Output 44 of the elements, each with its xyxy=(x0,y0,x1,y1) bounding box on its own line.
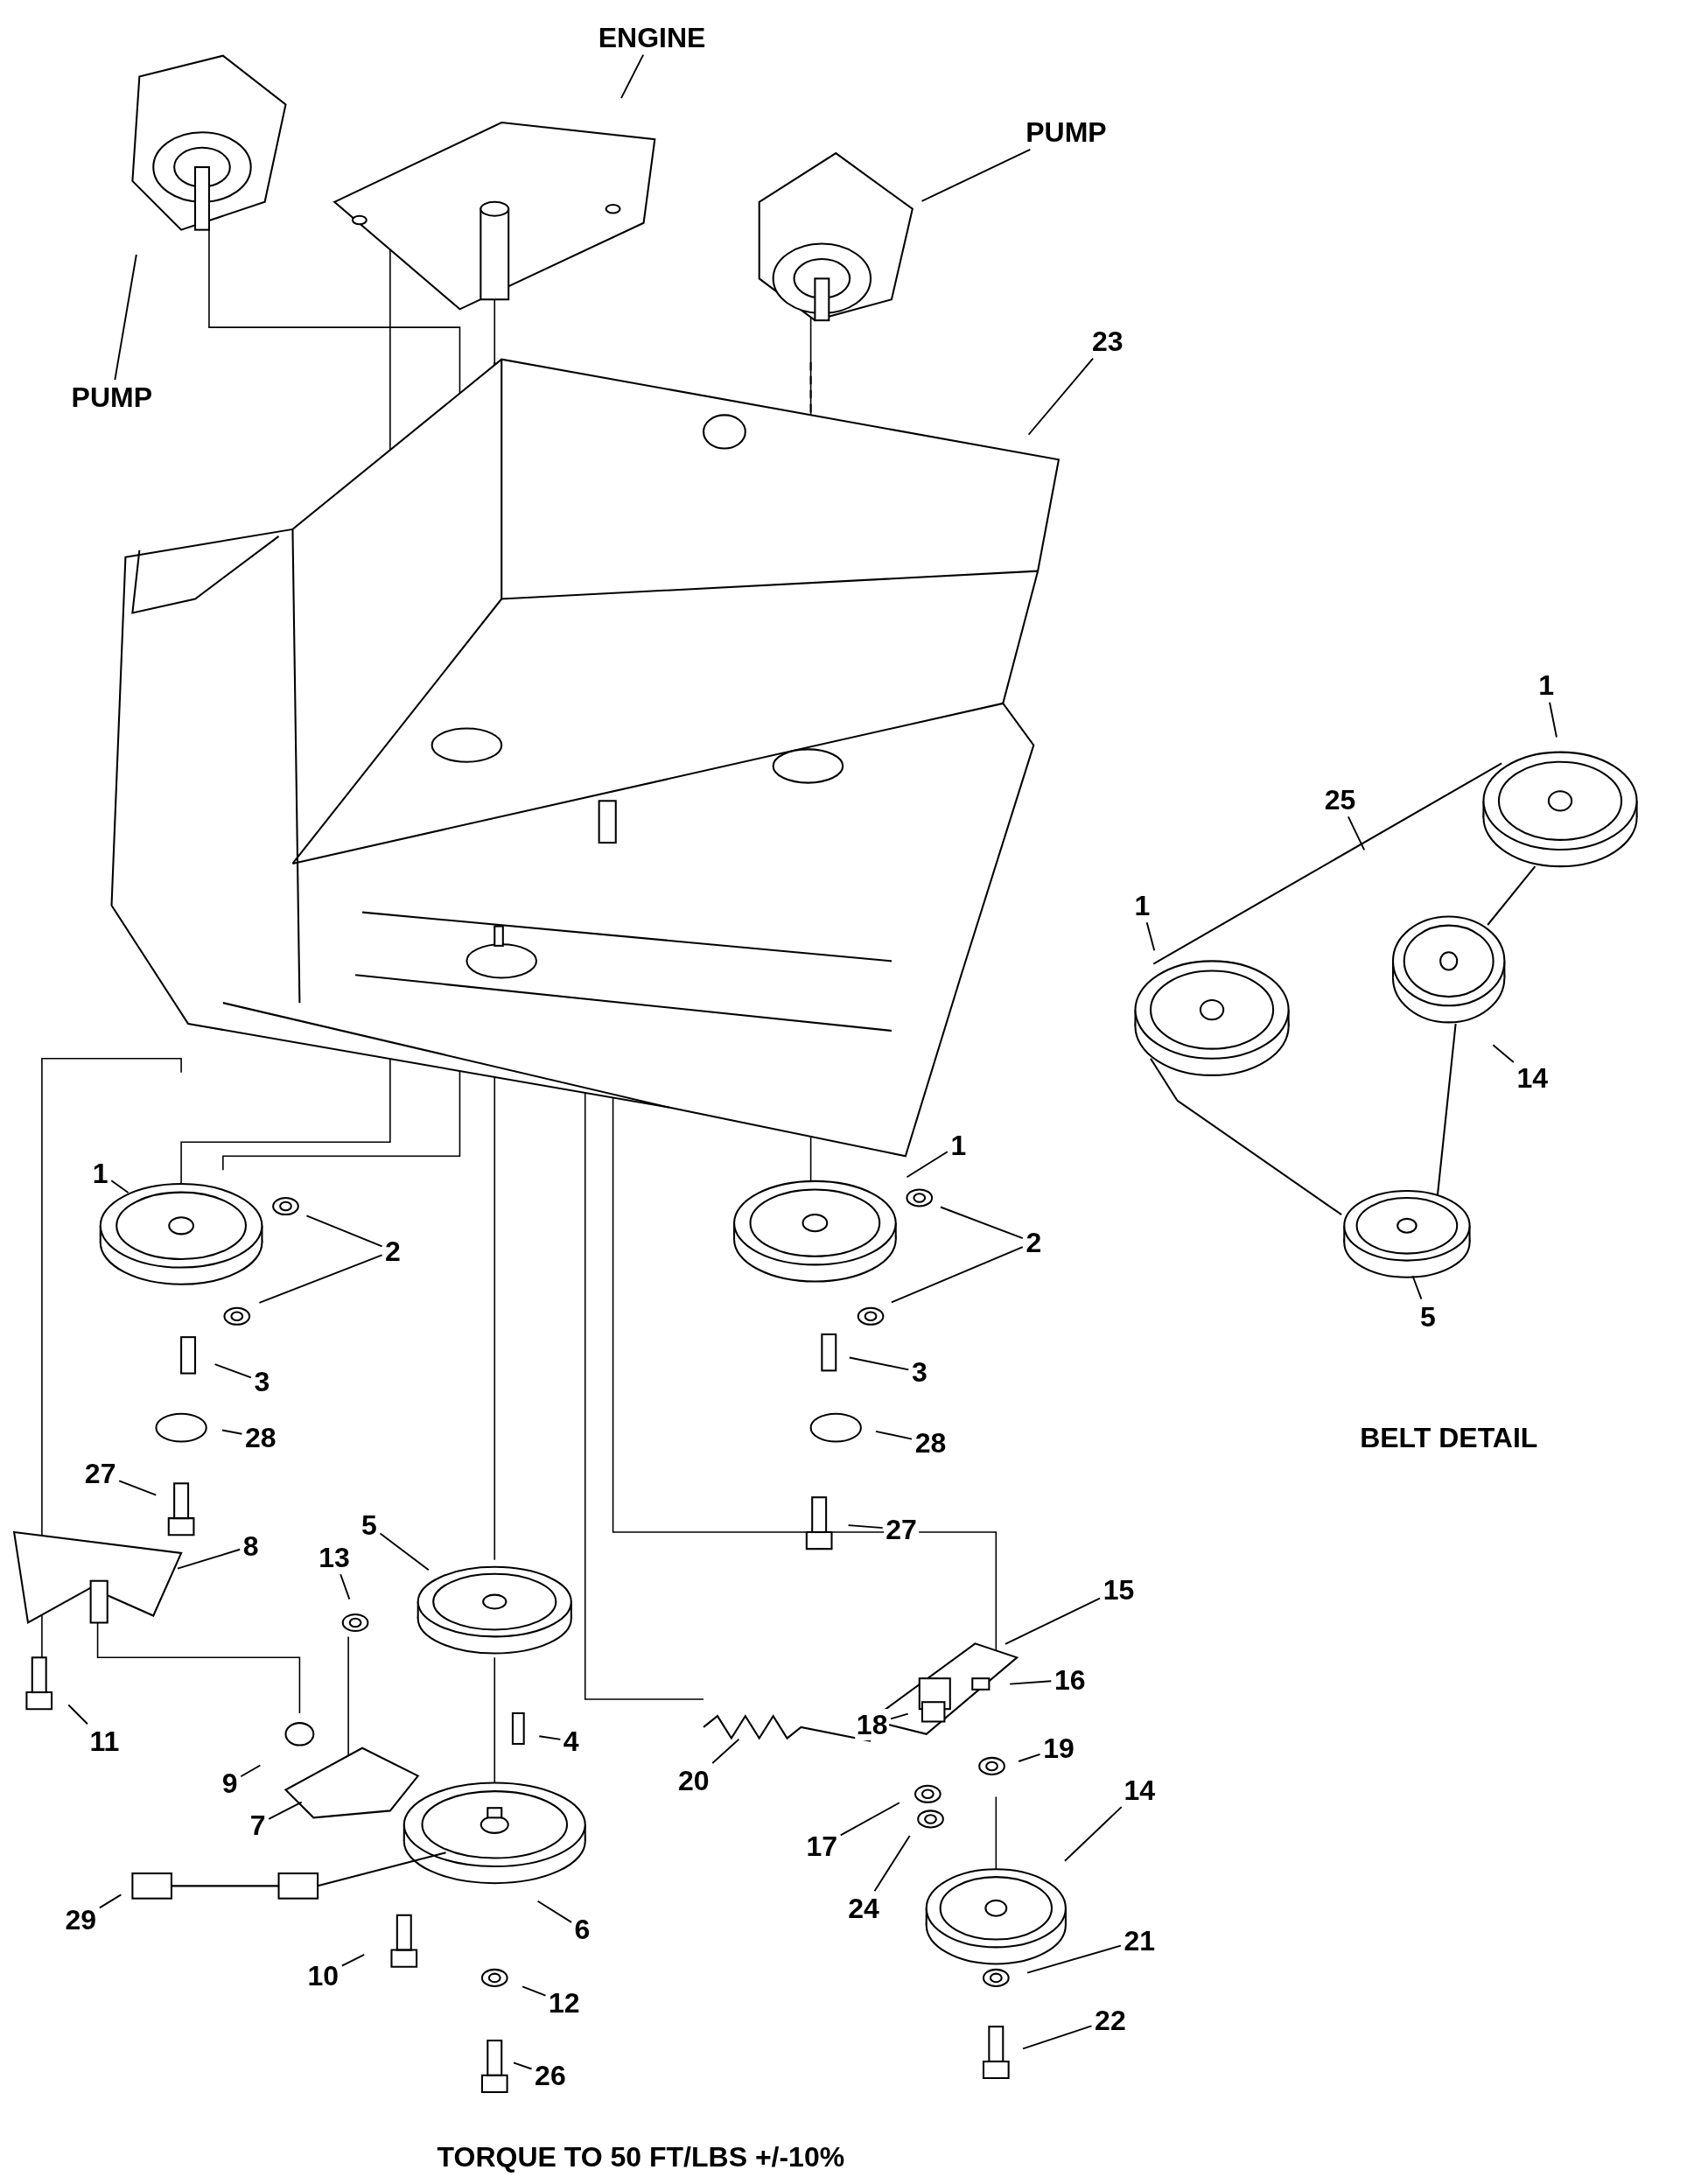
leader-line xyxy=(268,1801,303,1820)
leader-line xyxy=(305,1214,383,1248)
leader-line xyxy=(98,1894,122,1909)
leader-line xyxy=(258,1254,383,1304)
leader-line xyxy=(118,1480,158,1496)
leader-line xyxy=(1347,816,1366,851)
leader-line xyxy=(1004,1597,1101,1645)
leader-line xyxy=(1145,921,1156,952)
leader-line xyxy=(839,1802,900,1837)
leader-line xyxy=(1026,1944,1122,1974)
leader-line xyxy=(67,1704,88,1726)
leader-line xyxy=(1064,1806,1123,1862)
leader-line xyxy=(1018,1753,1041,1762)
leader-line xyxy=(379,1532,430,1572)
leader-line xyxy=(340,1953,366,1967)
leader-line xyxy=(890,1246,1024,1304)
leader-line xyxy=(848,1356,910,1371)
leader-line xyxy=(875,1430,914,1440)
leader-line xyxy=(1022,2025,1093,2050)
leader-line xyxy=(906,1151,948,1179)
leader-line xyxy=(177,1548,242,1570)
callout-number: 18 xyxy=(854,1709,890,1740)
leader-line xyxy=(890,1712,909,1720)
leader-line xyxy=(873,1835,911,1893)
leader-line xyxy=(1009,1680,1053,1685)
leader-line xyxy=(522,1985,547,1997)
leader-line xyxy=(240,1764,262,1778)
leader-line xyxy=(1411,1275,1423,1300)
leader-line xyxy=(110,1180,130,1194)
leader-line xyxy=(1549,701,1558,738)
leader-line xyxy=(920,148,1032,202)
leader-line xyxy=(538,1735,562,1740)
leader-line xyxy=(711,1738,740,1764)
leader-line xyxy=(536,1900,572,1923)
leader-line xyxy=(513,2062,533,2070)
leader-line xyxy=(340,1573,351,1600)
leader-line xyxy=(1027,357,1095,436)
leader-line xyxy=(221,1429,243,1435)
leader-line xyxy=(214,1363,252,1379)
leader-line xyxy=(1492,1044,1515,1064)
leader-line xyxy=(114,254,137,382)
leader-line xyxy=(939,1206,1024,1240)
leader-line xyxy=(620,53,645,100)
leader-line xyxy=(847,1524,884,1530)
